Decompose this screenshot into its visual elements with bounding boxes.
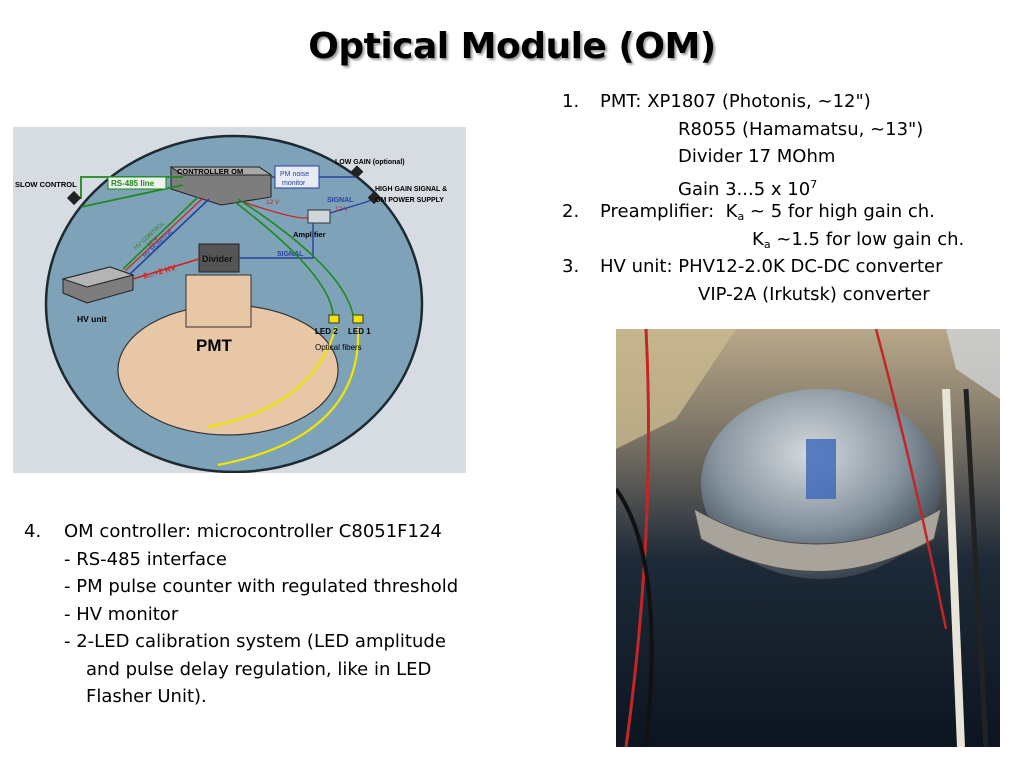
k-subscript: a	[763, 237, 771, 251]
high-gain-label: HIGH GAIN SIGNAL &	[375, 186, 447, 193]
hv-control-line	[122, 196, 199, 270]
optical-fibers-label: Optical fibers	[315, 343, 362, 352]
pm-noise-tag	[274, 165, 320, 189]
controller-item: and pulse delay regulation, like in LED	[86, 658, 432, 680]
pmt-gain-text: Gain 3...5 x 10	[678, 178, 811, 200]
pmt-divider: Divider 17 MOhm	[678, 146, 836, 167]
photo-electronics	[806, 439, 836, 499]
hv-12v-line	[124, 197, 204, 272]
preamp-label: Preamplifier:	[600, 201, 715, 222]
spec-line: Ka ~1.5 for low gain ch.	[562, 226, 1022, 254]
k-symbol: K	[752, 228, 764, 250]
divider-label: Divider	[202, 254, 233, 264]
slide-title: Optical Module (OM)	[308, 26, 716, 67]
photo-steel-belt	[693, 507, 942, 572]
hv-kv-line	[132, 258, 200, 280]
signal-line	[239, 223, 314, 259]
high-gain-connector-icon	[367, 191, 381, 205]
spec-line: VIP-2A (Irkutsk) converter	[562, 281, 1022, 309]
pmt-hamamatsu: R8055 (Hamamatsu, ~13")	[678, 118, 924, 140]
spec-line: Divider 17 MOhm	[562, 143, 1022, 171]
spec-line: Gain 3...5 x 107	[562, 171, 1022, 200]
amp-12v-label: 12 V	[266, 199, 280, 206]
preamp-low-text: ~1.5 for low gain ch.	[770, 228, 965, 250]
slow-control-label: SLOW CONTROL	[15, 180, 77, 189]
pmt-label: PMT	[196, 336, 233, 355]
pm-monitor-label: monitor	[282, 180, 306, 187]
controller-item-row: - HV monitor	[24, 601, 544, 629]
om-photo	[616, 329, 1000, 747]
photo-black-cable	[616, 487, 654, 747]
signal-label-lower: SIGNAL	[277, 251, 304, 258]
spec-line: R8055 (Hamamatsu, ~13")	[562, 116, 1022, 144]
spec-number: 2.	[562, 201, 580, 222]
hv-vip2a: VIP-2A (Irkutsk) converter	[698, 283, 930, 305]
controller-item: - PM pulse counter with regulated thresh…	[64, 576, 459, 597]
om-power-label: OM POWER SUPPLY	[375, 197, 444, 204]
led1-label: LED 1	[348, 327, 371, 336]
k-symbol: K	[725, 201, 738, 222]
led2-label: LED 2	[315, 327, 338, 336]
amplifier-label: Amplifier	[293, 230, 326, 239]
photo-black-rope	[963, 388, 989, 747]
spec-list: 1. PMT: XP1807 (Photonis, ~12") R8055 (H…	[562, 88, 1022, 308]
spec-item-hv: 3. HV unit: PHV12-2.0K DC-DC converter	[562, 253, 1022, 281]
controller-title: OM controller: microcontroller C8051F124	[64, 521, 442, 542]
k-subscript: a	[737, 210, 745, 223]
spec-number: 4.	[24, 521, 42, 542]
led2-icon	[328, 314, 340, 324]
photo-red-cable	[874, 329, 948, 630]
spec-item-pmt: 1. PMT: XP1807 (Photonis, ~12")	[562, 88, 1022, 116]
spec-number: 1.	[562, 91, 580, 112]
high-12v-label: 12 V	[335, 206, 349, 213]
controller-box-top	[169, 166, 273, 176]
pmt-photonis: PMT: XP1807 (Photonis, ~12")	[600, 91, 871, 112]
controller-item: - RS-485 interface	[64, 548, 228, 570]
signal-label-upper: SIGNAL	[327, 197, 354, 204]
controller-item-row: and pulse delay regulation, like in LED	[24, 656, 544, 684]
spec-number: 3.	[562, 256, 580, 277]
controller-item-row: - 2-LED calibration system (LED amplitud…	[24, 628, 544, 656]
spec-item-preamp: 2. Preamplifier: Ka ~ 5 for high gain ch…	[562, 198, 1022, 226]
led1-wire	[234, 201, 334, 318]
controller-title-row: 4. OM controller: microcontroller C8051F…	[24, 518, 544, 546]
amp-12v-line	[242, 201, 309, 219]
fiber-1	[217, 326, 360, 467]
controller-item: - 2-LED calibration system (LED amplitud…	[64, 631, 446, 652]
controller-item: - HV monitor	[64, 603, 179, 625]
low-gain-label: LOW GAIN (optional)	[335, 159, 405, 166]
controller-list: 4. OM controller: microcontroller C8051F…	[24, 518, 544, 711]
photo-rope	[942, 388, 965, 747]
photo-red-cable	[624, 329, 650, 747]
hv-monitor-line	[129, 198, 210, 275]
preamp-high: Preamplifier: Ka ~ 5 for high gain ch.	[600, 198, 935, 231]
hv-unit-box-top	[61, 266, 135, 288]
led2-wire	[237, 198, 354, 316]
controller-label: CONTROLLER OM	[177, 167, 243, 176]
led1-icon	[352, 314, 364, 324]
pm-noise-label: PM noise	[280, 171, 309, 178]
preamp-low: Ka ~1.5 for low gain ch.	[752, 226, 964, 259]
controller-item-row: - RS-485 interface	[24, 546, 544, 574]
low-gain-connector-icon	[350, 165, 364, 179]
divider-box	[198, 243, 240, 273]
pmt-gain-exponent: 7	[810, 177, 818, 191]
amplifier-box	[307, 209, 331, 224]
pmt-gain: Gain 3...5 x 107	[678, 171, 817, 204]
controller-item-row: - PM pulse counter with regulated thresh…	[24, 573, 544, 601]
rs485-label: RS-485 line	[111, 179, 155, 188]
preamp-high-text: ~ 5 for high gain ch.	[744, 201, 935, 222]
hv-phv12: HV unit: PHV12-2.0K DC-DC converter	[600, 256, 943, 277]
fiber-2	[207, 326, 338, 429]
controller-item: Flasher Unit).	[86, 686, 207, 707]
controller-item-row: Flasher Unit).	[24, 683, 544, 711]
photo-ice	[946, 329, 1000, 399]
om-diagram: PMT Divider CONTROLLER OM HV unit Amplif…	[13, 127, 466, 473]
rs485-tag	[107, 176, 167, 190]
pmt-neck	[185, 274, 252, 328]
hv-unit-label: HV unit	[77, 314, 107, 324]
